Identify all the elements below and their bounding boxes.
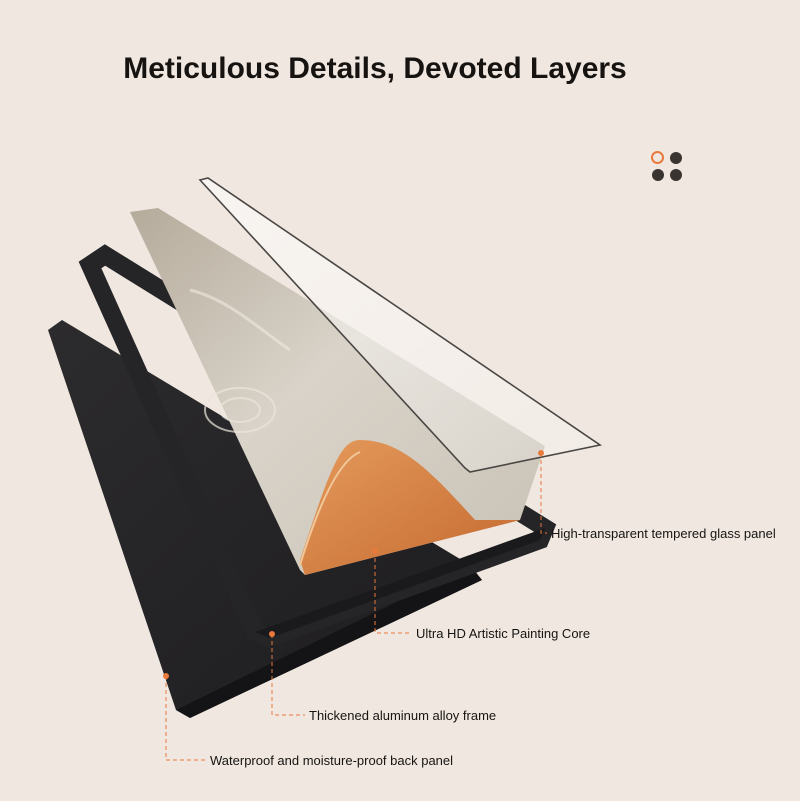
- dot-filled: [670, 152, 682, 164]
- painting-core-label: Ultra HD Artistic Painting Core: [416, 626, 591, 641]
- callout-lines: [165, 453, 547, 761]
- callout-dots: [163, 450, 544, 679]
- aluminum-frame: [78, 244, 557, 648]
- aluminum-frame-label: Thickened aluminum alloy frame: [309, 708, 497, 723]
- page-title: Meticulous Details, Devoted Layers: [123, 52, 627, 85]
- painting-core: [130, 208, 545, 575]
- glass-panel: [198, 177, 603, 473]
- dot-filled: [670, 169, 682, 181]
- back-panel-label: Waterproof and moisture-proof back panel: [210, 753, 454, 768]
- dot-filled: [652, 169, 664, 181]
- dot-outline: [651, 151, 664, 164]
- glass-panel-label: High-transparent tempered glass panel: [551, 526, 776, 541]
- four-dots-icon: [650, 150, 686, 186]
